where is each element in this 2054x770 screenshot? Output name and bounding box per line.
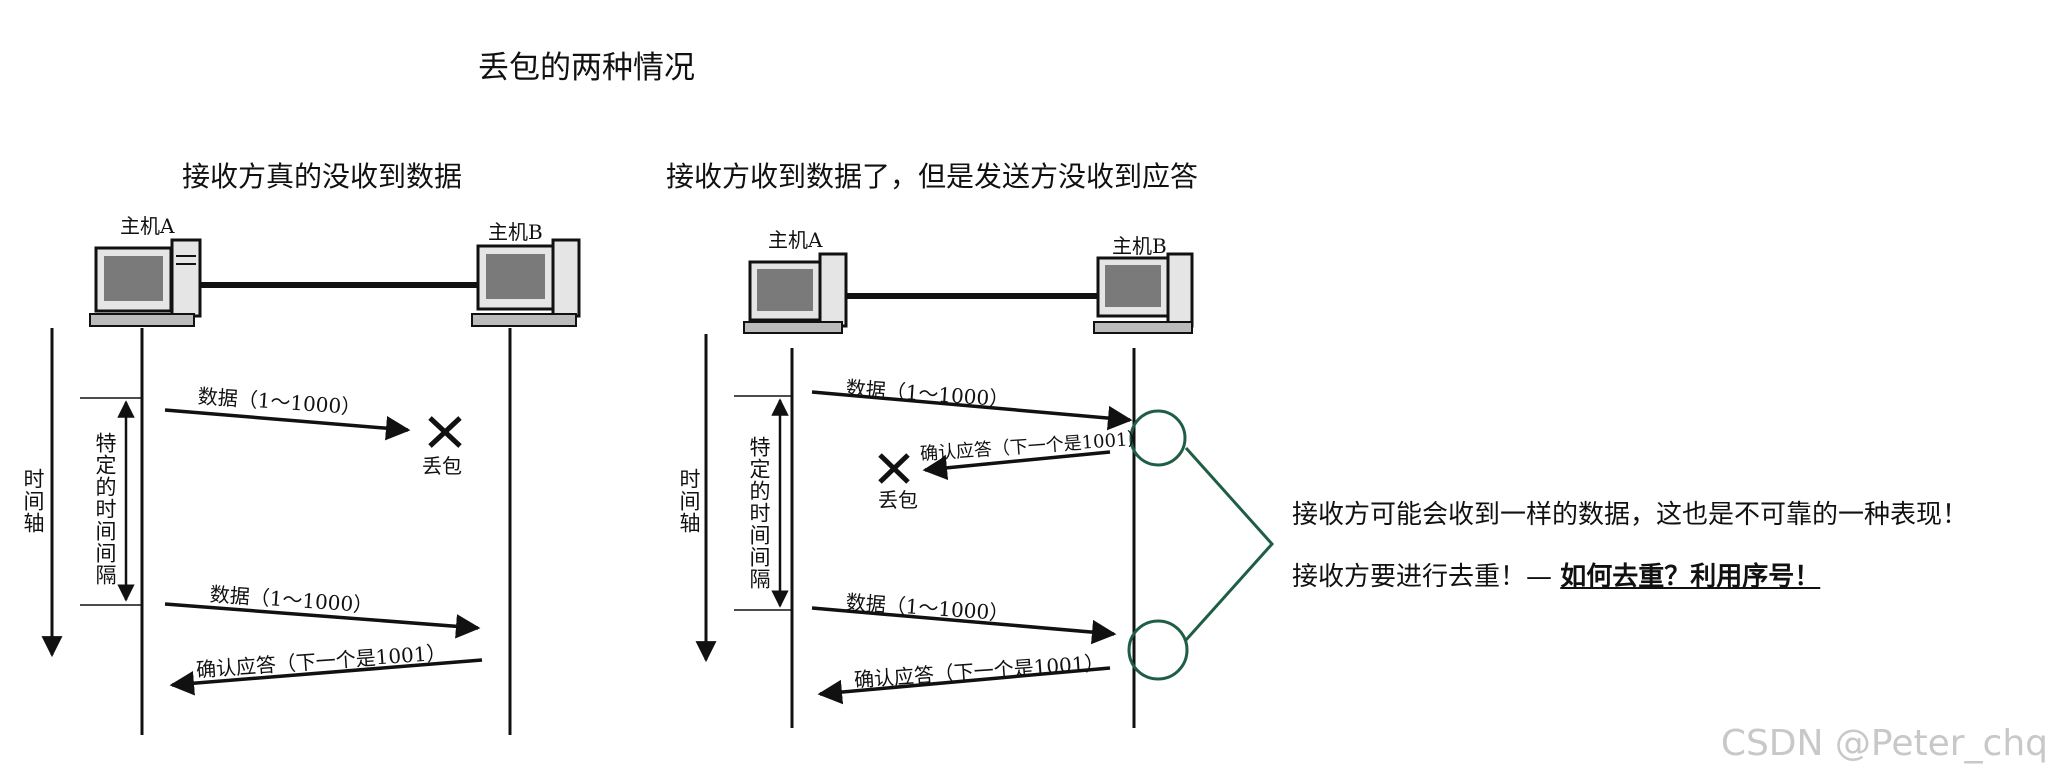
right-ack-arrow-lost <box>922 450 1111 481</box>
right-case-title: 接收方收到数据了，但是发送方没收到应答 <box>666 160 1199 193</box>
left-host-a-computer-icon <box>89 238 202 327</box>
left-interval-label: 特定的时间间隔 <box>93 432 117 586</box>
left-time-axis-label: 时间轴 <box>21 468 45 534</box>
right-host-a-label: 主机A <box>768 228 823 252</box>
dedup-note: 接收方要进行去重！— 如何去重？利用序号！ <box>1292 556 1820 593</box>
right-data-arrow-2 <box>811 606 1117 645</box>
callout-bracket <box>1184 446 1275 642</box>
dedup-method: 如何去重？利用序号！ <box>1560 562 1821 592</box>
right-lost-label: 丢包 <box>878 488 918 512</box>
right-ack-arrow-2 <box>817 666 1111 705</box>
right-host-a-computer-icon <box>743 252 848 334</box>
left-ack-arrow <box>169 658 483 696</box>
dedup-note-text: 接收方要进行去重！— <box>1292 562 1561 592</box>
highlight-circle-first-receive <box>1129 409 1187 467</box>
right-interval-label: 特定的时间间隔 <box>747 436 771 590</box>
left-lost-x-icon <box>428 416 462 448</box>
right-time-axis-label: 时间轴 <box>677 468 701 534</box>
page-title: 丢包的两种情况 <box>478 50 695 86</box>
right-data-arrow-1 <box>811 390 1133 431</box>
left-data-arrow-lost <box>164 408 411 441</box>
left-data-arrow-retransmit <box>164 602 481 639</box>
left-host-b-computer-icon <box>471 238 581 327</box>
highlight-circle-duplicate-receive <box>1127 619 1189 681</box>
right-lost-x-icon <box>878 453 910 484</box>
left-host-a-label: 主机A <box>120 214 175 238</box>
right-host-b-label: 主机B <box>1112 234 1167 258</box>
duplicate-note: 接收方可能会收到一样的数据，这也是不可靠的一种表现！ <box>1292 500 1969 530</box>
left-lost-label: 丢包 <box>422 454 462 478</box>
left-case-title: 接收方真的没收到数据 <box>182 160 463 193</box>
left-host-b-label: 主机B <box>488 220 543 244</box>
watermark: CSDN @Peter_chq <box>1720 723 2048 764</box>
right-host-b-computer-icon <box>1093 252 1194 334</box>
